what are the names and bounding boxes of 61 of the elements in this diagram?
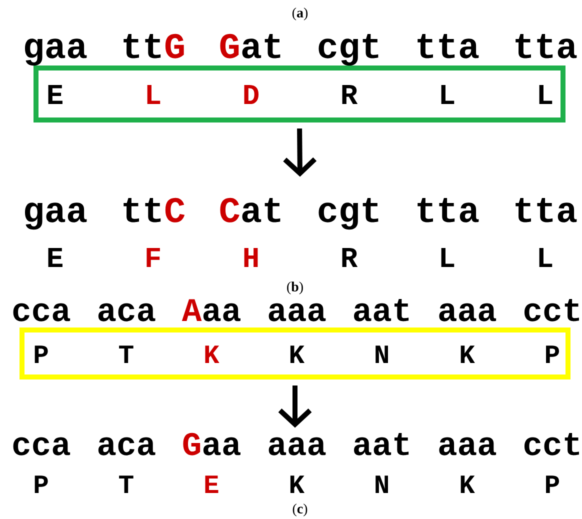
codon: cct bbox=[524, 299, 579, 322]
codon: tt bbox=[124, 198, 161, 222]
amino-acid-letter: N bbox=[376, 476, 388, 493]
codon: C bbox=[165, 198, 185, 222]
amino-acid-letter: L bbox=[441, 85, 454, 104]
amino-acid-letter: R bbox=[342, 85, 358, 104]
codon: aaa bbox=[268, 437, 326, 456]
amino-acid-letter: L bbox=[539, 248, 552, 267]
amino-acid-letter: K bbox=[460, 476, 475, 493]
amino-acid-letter: P bbox=[34, 476, 48, 493]
codon: cgt bbox=[318, 198, 378, 230]
amino-acid-letter: F bbox=[146, 248, 160, 267]
codon: cct bbox=[524, 433, 579, 456]
codon: at bbox=[242, 34, 280, 58]
codon: G bbox=[183, 432, 200, 456]
amino-acid-letter: E bbox=[205, 476, 218, 493]
codon: tt bbox=[124, 34, 161, 58]
amino-acid-letter: E bbox=[48, 248, 62, 267]
codon: cca bbox=[13, 303, 70, 322]
codon: cca bbox=[13, 437, 70, 456]
codon: A bbox=[182, 299, 202, 321]
amino-acid-letter: E bbox=[48, 85, 62, 104]
amino-acid-letter: D bbox=[244, 85, 259, 104]
codon: aca bbox=[98, 437, 156, 456]
amino-acid-letter: R bbox=[342, 248, 358, 267]
codon: aaa bbox=[439, 437, 496, 456]
amino-acid-letter: L bbox=[441, 248, 454, 267]
codon: aaa bbox=[439, 303, 496, 322]
codon: aaa bbox=[268, 303, 326, 322]
codon: G bbox=[165, 34, 184, 58]
amino-acid-letter: T bbox=[119, 476, 134, 493]
codon: aca bbox=[98, 303, 156, 322]
panel-label: (c) bbox=[292, 504, 308, 516]
codon: tta bbox=[418, 34, 479, 58]
codon: aat bbox=[354, 433, 409, 456]
amino-acid-letter: P bbox=[546, 476, 559, 493]
codon: tta bbox=[418, 198, 479, 222]
amino-acid-letter: L bbox=[539, 85, 552, 104]
codon: tta bbox=[516, 34, 577, 58]
panel-label: (b) bbox=[287, 282, 303, 294]
codon: aa bbox=[203, 437, 240, 456]
amino-acid-letter: N bbox=[376, 346, 388, 363]
codon: C bbox=[220, 198, 240, 222]
amino-acid-letter: K bbox=[205, 346, 220, 363]
amino-acid-letter: L bbox=[147, 85, 160, 104]
amino-acid-letter: H bbox=[244, 248, 258, 267]
codon: gaa bbox=[24, 202, 87, 230]
codon: tta bbox=[516, 198, 577, 222]
panel-label: (a) bbox=[292, 8, 308, 20]
amino-acid-letter: T bbox=[119, 346, 134, 363]
codon: aa bbox=[203, 303, 240, 322]
amino-acid-letter: K bbox=[290, 346, 305, 363]
codon: G bbox=[220, 34, 239, 58]
amino-acid-letter: P bbox=[34, 346, 48, 363]
amino-acid-letter: K bbox=[290, 476, 305, 493]
codon: aat bbox=[354, 299, 409, 322]
codon: cgt bbox=[318, 34, 378, 66]
codon: gaa bbox=[24, 38, 87, 66]
amino-acid-letter: P bbox=[546, 346, 559, 363]
amino-acid-letter: K bbox=[460, 346, 475, 363]
codon: at bbox=[242, 198, 280, 222]
